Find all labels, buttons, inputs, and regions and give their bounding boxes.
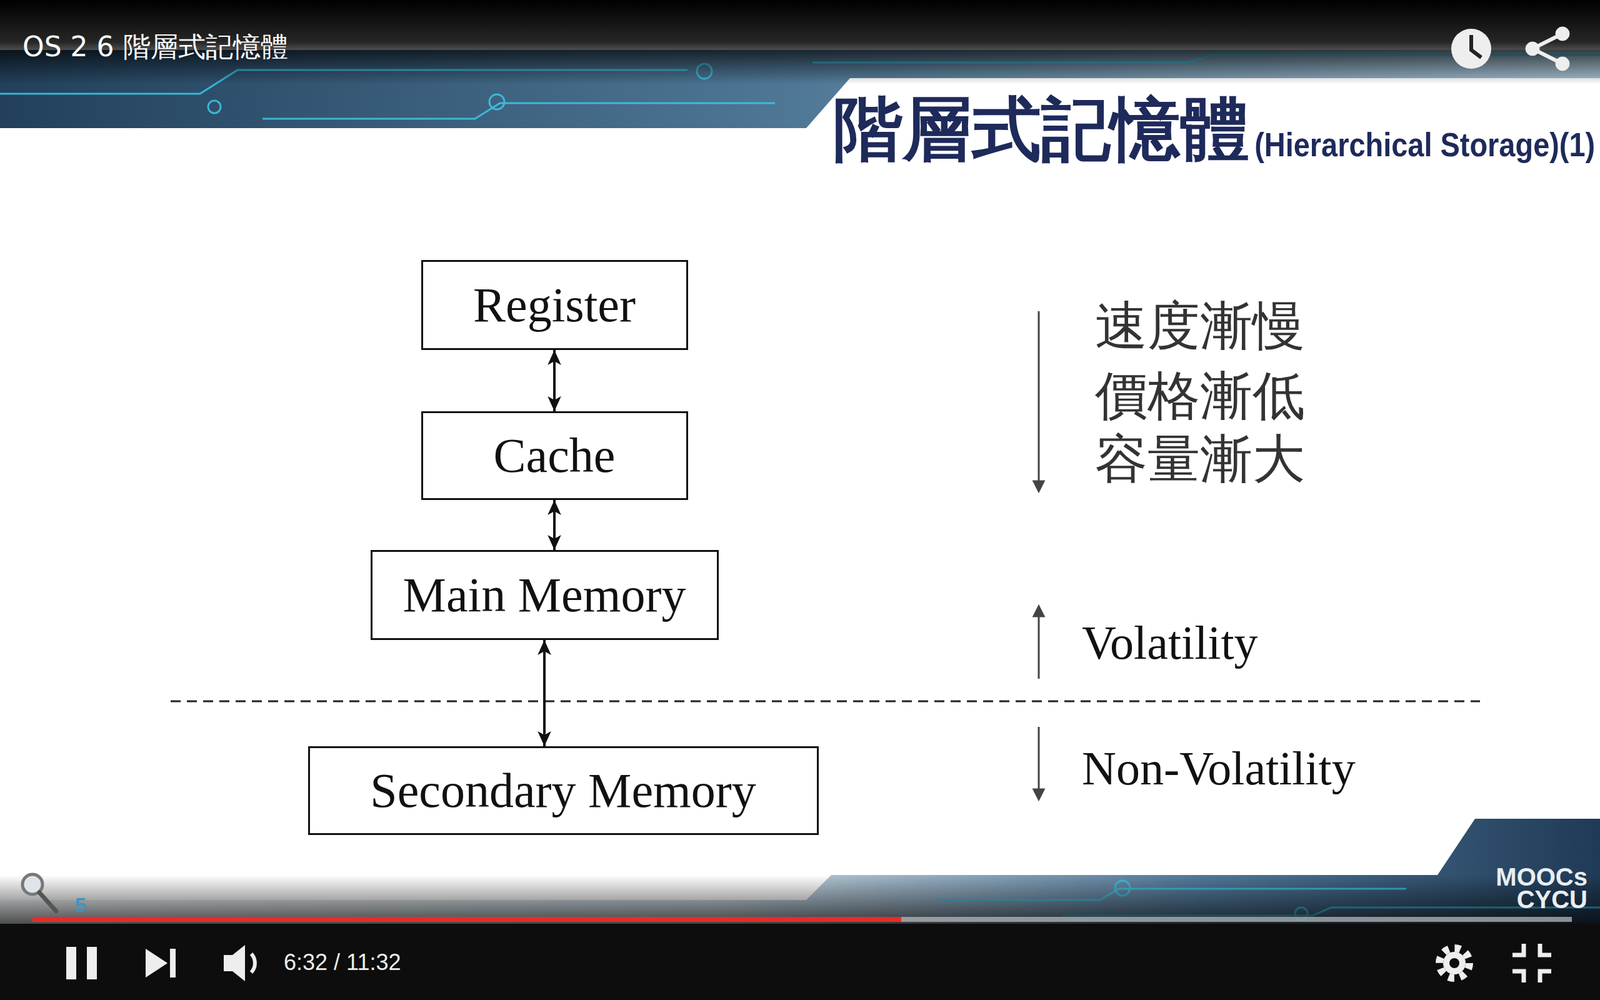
trend-note: 容量漸大 [1095,432,1305,485]
fullscreen-corner [1512,971,1524,983]
node-label: Main Memory [403,569,687,621]
fullscreen-corner [1540,943,1552,955]
memory-level-box: Cache [421,411,689,500]
settings-gear-teeth [1439,948,1470,979]
memory-level-box: Main Memory [370,550,719,640]
page-number: 5 [75,895,87,915]
pause-icon [86,946,97,980]
circuit-pad [208,100,221,114]
video-title: OS 2 6 階層式記憶體 [22,33,289,61]
volatility-label: Non-Volatility [1081,744,1356,792]
player-top-shade [0,0,1600,85]
next-icon [170,948,176,978]
clock-hands [1471,35,1482,58]
node-label: Register [473,279,636,331]
volume-icon [223,945,245,982]
slide-subtitle: (Hierarchical Storage)(1) [1254,127,1595,162]
progress-track [32,916,1572,922]
next-icon [145,948,168,978]
fullscreen-corner [1512,943,1524,955]
player-bottom-shade [0,875,1600,925]
pause-icon [66,946,77,980]
circuit-trace [262,103,775,119]
progress-played [32,916,902,922]
trend-arrow-head [1033,481,1044,492]
volatility-divider [170,700,1480,703]
node-label: Secondary Memory [370,765,756,817]
non-volatility-arrow-head [1033,789,1044,800]
share-dot [1525,41,1540,56]
memory-level-box: Register [421,260,689,350]
fullscreen-exit-icon [1512,943,1552,983]
trend-arrow-line [1038,311,1040,483]
magnifier-handle [39,892,57,912]
share-dot [1555,26,1570,41]
share-icon [1525,26,1570,71]
player-controls [66,943,1552,983]
clock-icon [1451,28,1492,69]
trend-note: 價格漸低 [1095,369,1305,422]
non-volatility-arrow-line [1038,726,1040,791]
share-dot [1555,56,1570,71]
settings-gear [1443,951,1466,975]
slide-title: 階層式記憶體 [833,94,1250,164]
memory-transfer-arrow [553,500,556,550]
volatility-label: Volatility [1081,618,1259,667]
watermark: MOOCs CYCU [1481,865,1588,911]
node-label: Cache [493,430,616,482]
control-bar [0,923,1600,1000]
volume-wave [251,953,255,973]
memory-level-box: Secondary Memory [308,746,819,835]
volatility-arrow-line [1038,615,1040,679]
trend-arrows [1033,311,1044,800]
volatility-arrow-head [1033,606,1044,617]
clock-face [1451,28,1492,69]
magnifier-icon [22,874,57,912]
fullscreen-corner [1540,971,1552,983]
circuit-pad [489,94,505,110]
video-time: 6:32 / 11:32 [283,951,402,974]
memory-transfer-arrow [543,640,546,747]
memory-transfer-arrow [553,350,556,412]
trend-note: 速度漸慢 [1095,299,1305,352]
settings-gear-hole [1449,958,1460,969]
